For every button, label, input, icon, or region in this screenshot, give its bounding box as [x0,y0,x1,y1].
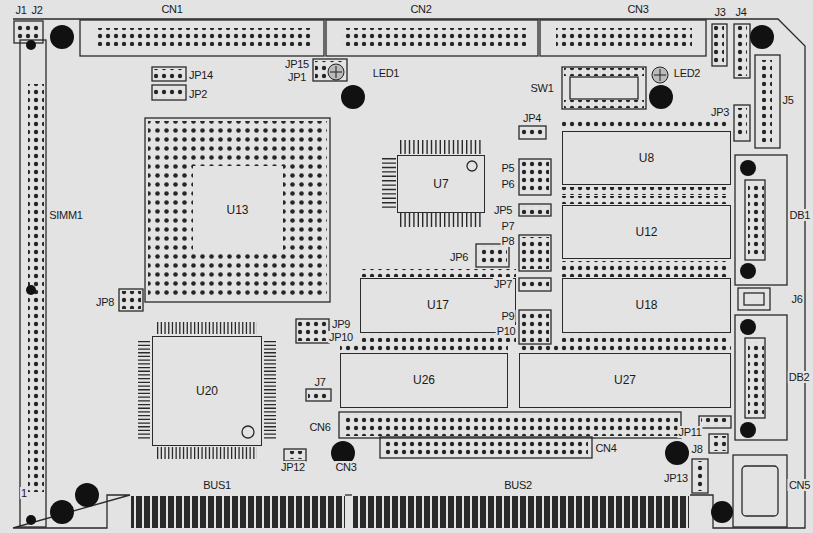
part-label: J4 [734,6,747,18]
part-label: J3 [713,6,726,18]
chip-label: U26 [411,374,437,387]
part-label: JP11 [677,426,702,438]
part-label: CN4 [594,442,617,454]
chip-label: U20 [194,385,220,398]
part-label: BUS1 [202,479,232,491]
part-label: JP14 [188,69,214,81]
part-label: CN1 [160,3,183,15]
part-label: P6 [501,178,516,190]
part-label: JP3 [710,106,730,118]
part-label: DB1 [789,209,812,221]
chip-label: U27 [612,374,638,387]
part-label: DB2 [788,371,811,383]
chip-label: U8 [637,152,656,165]
part-label: JP15 [284,58,310,70]
chip-label: U12 [633,226,659,239]
part-label: P8 [501,235,516,247]
chip-body: U12 [562,205,731,259]
part-label: P7 [501,220,516,232]
part-label: P9 [501,310,516,322]
part-label: CN5 [788,479,811,491]
chip-label: U18 [633,299,659,312]
part-label: 1 [20,487,28,499]
part-label: J7 [313,376,326,388]
part-label: P10 [496,325,517,337]
chip-label: U7 [431,178,450,191]
part-label: JP12 [280,461,306,473]
part-label: CN3 [626,3,649,15]
part-label: BUS2 [503,479,533,491]
part-label: P5 [501,162,516,174]
chip-body: U7 [397,155,485,213]
chip-body: U13 [145,118,330,302]
part-label: JP4 [522,112,542,124]
chip-label: U17 [425,299,451,312]
part-label: JP2 [188,88,208,100]
chip-label: U13 [224,204,250,217]
chip-body: U18 [562,278,731,333]
part-label: J8 [690,443,703,455]
part-label: JP1 [287,71,307,83]
chip-body: U20 [152,336,262,446]
part-label: CN3 [334,461,357,473]
part-label: CN6 [308,421,331,433]
part-label: JP8 [95,296,115,308]
chip-body: U8 [562,131,731,185]
part-label: JP6 [449,251,469,263]
part-label: SIMM1 [48,209,83,221]
part-label: JP7 [493,278,513,290]
part-label: CN2 [409,3,432,15]
part-label: J5 [781,94,794,106]
part-label: JP13 [663,472,689,484]
part-label: JP10 [328,331,354,343]
part-label: SW1 [530,82,555,94]
part-label: JP9 [331,318,351,330]
part-label: LED2 [673,67,701,79]
part-label: JP5 [493,204,513,216]
part-label: LED1 [372,67,400,79]
part-label: J2 [30,4,43,16]
chip-body: U26 [340,353,508,408]
chip-body: U27 [519,353,731,408]
part-label: J1 [14,4,27,16]
part-label: J6 [790,293,803,305]
